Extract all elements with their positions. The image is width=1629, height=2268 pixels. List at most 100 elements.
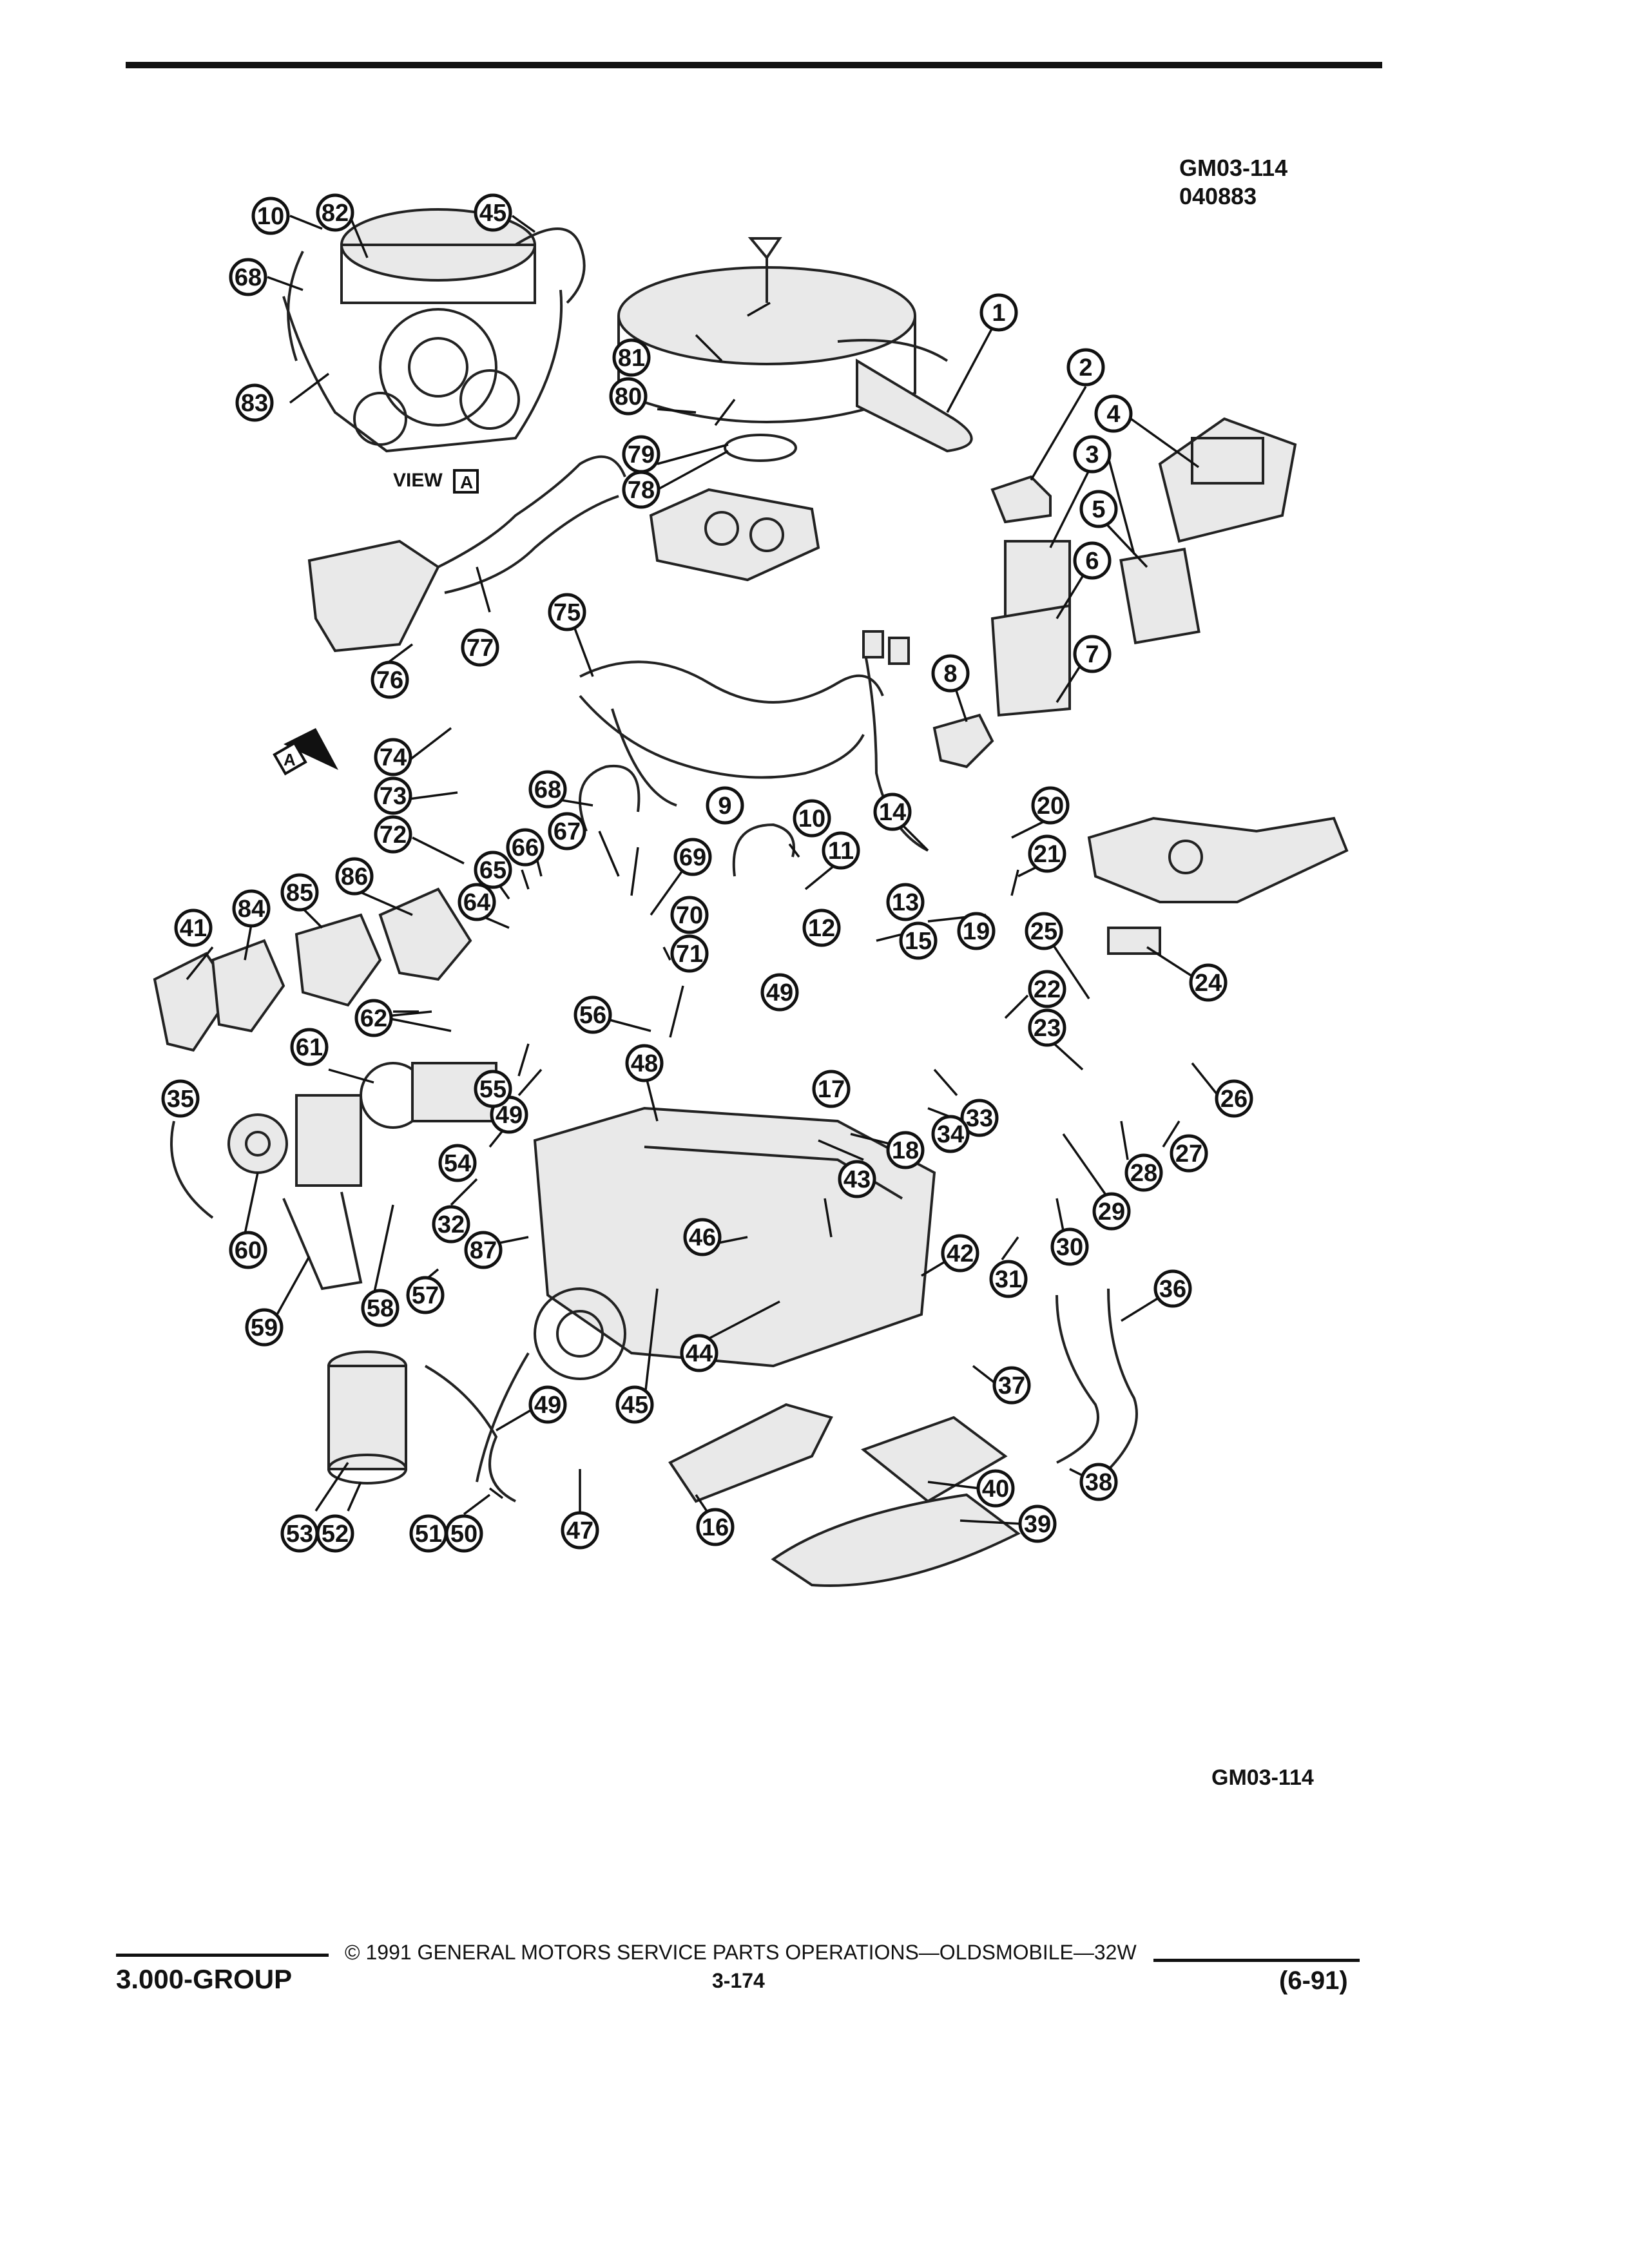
callout-65: 65 [474,850,512,889]
view-a-arrow: A [273,728,338,776]
callout-10-view: 10 [251,197,290,235]
svg-text:39: 39 [1024,1511,1051,1538]
svg-text:5: 5 [1092,496,1105,523]
svg-text:21: 21 [1034,841,1061,868]
svg-text:33: 33 [966,1105,993,1132]
hose-49 [425,1365,516,1503]
svg-text:71: 71 [676,941,703,968]
callout-35: 35 [161,1079,200,1118]
callout-8: 8 [931,654,970,693]
callout-86: 86 [335,857,374,896]
vapor-canister [327,1350,407,1485]
view-letter: A [460,472,473,492]
svg-text:2: 2 [1079,354,1092,381]
callout-49-b: 49 [528,1385,567,1424]
hose-35 [170,1120,214,1219]
callout-54: 54 [438,1144,477,1182]
svg-text:8: 8 [943,660,957,687]
svg-text:79: 79 [628,441,655,468]
footer-group: 3.000-GROUP [116,1964,293,1994]
callout-33: 33 [960,1099,999,1137]
callout-44: 44 [680,1334,718,1372]
svg-text:68: 68 [235,264,262,291]
callout-15: 15 [899,921,938,960]
callout-85: 85 [280,873,319,912]
right-bracket [1087,816,1349,955]
svg-text:37: 37 [998,1372,1025,1399]
callout-81: 81 [612,338,651,377]
callout-5: 5 [1079,490,1118,528]
svg-text:74: 74 [380,744,407,771]
callout-73: 73 [374,776,412,815]
leader-lines [186,215,1219,1525]
view-letter-box [453,469,479,494]
figure-date-code: 040883 [1179,183,1257,209]
footer-page-number: 3-174 [712,1969,765,1992]
callout-13: 13 [886,883,925,921]
svg-text:11: 11 [828,838,854,865]
callout-87: 87 [464,1231,503,1269]
callout-68-view: 68 [229,258,267,296]
svg-text:22: 22 [1034,976,1061,1003]
svg-text:26: 26 [1220,1086,1248,1113]
callout-42: 42 [941,1234,979,1273]
callout-41: 41 [174,908,213,947]
svg-text:68: 68 [534,776,561,803]
callout-74: 74 [374,738,412,776]
arrow-letter: A [284,750,296,769]
callout-52: 52 [316,1514,354,1553]
svg-text:25: 25 [1030,918,1057,945]
svg-text:49: 49 [766,979,793,1006]
callout-24: 24 [1189,963,1228,1002]
callout-62: 62 [354,999,393,1037]
callout-75: 75 [548,593,586,631]
callout-11: 11 [822,831,860,870]
callout-21: 21 [1028,834,1066,873]
callout-31: 31 [989,1260,1028,1298]
svg-text:3: 3 [1085,441,1099,468]
svg-text:67: 67 [554,818,581,845]
svg-text:50: 50 [450,1521,477,1548]
callout-29: 29 [1092,1192,1131,1231]
air-pump [227,1062,497,1291]
svg-text:18: 18 [892,1137,919,1164]
callout-38: 38 [1079,1463,1118,1501]
svg-text:9: 9 [718,793,731,820]
callout-48: 48 [625,1044,664,1082]
svg-text:35: 35 [167,1086,194,1113]
callout-49-a: 49 [760,973,799,1012]
svg-text:51: 51 [415,1521,442,1548]
callout-3: 3 [1073,435,1112,474]
callout-78: 78 [622,470,660,509]
callout-20: 20 [1031,786,1070,825]
svg-text:69: 69 [679,844,706,871]
svg-text:29: 29 [1098,1198,1125,1225]
callout-70: 70 [670,896,709,934]
callout-76: 76 [371,660,409,699]
callout-77: 77 [461,628,499,667]
exploded-engine-diagram: VIEW A A [153,193,1349,1587]
svg-text:54: 54 [444,1150,471,1177]
footer-date: (6-91) [1279,1966,1348,1995]
figure-code: GM03-114 [1179,155,1288,181]
callout-32: 32 [432,1205,470,1244]
callout-45: 45 [615,1385,654,1424]
svg-text:36: 36 [1159,1276,1186,1303]
intake-duct [307,455,626,653]
svg-text:86: 86 [341,863,368,890]
callout-66: 66 [506,828,545,867]
svg-text:55: 55 [479,1076,506,1103]
footer-copyright: © 1991 GENERAL MOTORS SERVICE PARTS OPER… [345,1941,1137,1964]
svg-text:17: 17 [818,1076,845,1103]
callout-27: 27 [1170,1134,1208,1173]
callout-16: 16 [696,1508,735,1546]
svg-text:47: 47 [566,1517,593,1544]
callout-17: 17 [812,1070,851,1108]
callout-64: 64 [458,883,496,921]
callout-84: 84 [232,889,271,928]
callout-22: 22 [1028,970,1066,1008]
svg-text:45: 45 [479,200,506,227]
callout-25: 25 [1025,912,1063,950]
callout-83: 83 [235,383,274,422]
callout-69: 69 [673,838,712,876]
